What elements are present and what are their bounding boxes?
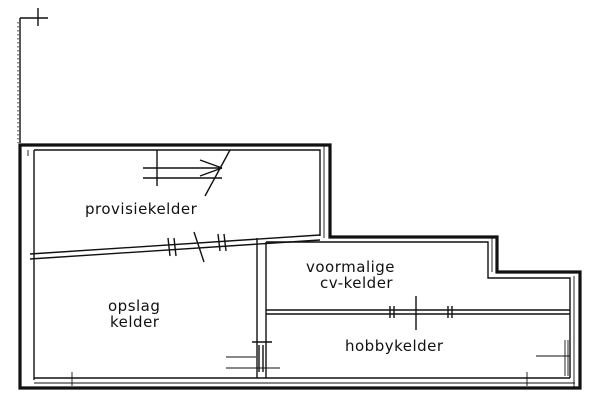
stair-symbol [143, 149, 231, 197]
diagonal-partition [29, 231, 321, 263]
vertical-partition [226, 238, 280, 378]
label-kelder: kelder [110, 313, 160, 331]
label-voormalige: voormalige [306, 258, 395, 276]
reference-marks [17, 8, 48, 143]
label-cv-kelder: cv-kelder [320, 274, 393, 292]
label-opslag: opslag [108, 297, 160, 315]
label-hobbykelder: hobbykelder [345, 337, 444, 355]
outer-walls [18, 143, 582, 390]
tick-marks [27, 150, 570, 386]
label-provisiekelder: provisiekelder [85, 200, 198, 218]
inner-walls [33, 145, 575, 388]
horizontal-partition [266, 296, 570, 330]
